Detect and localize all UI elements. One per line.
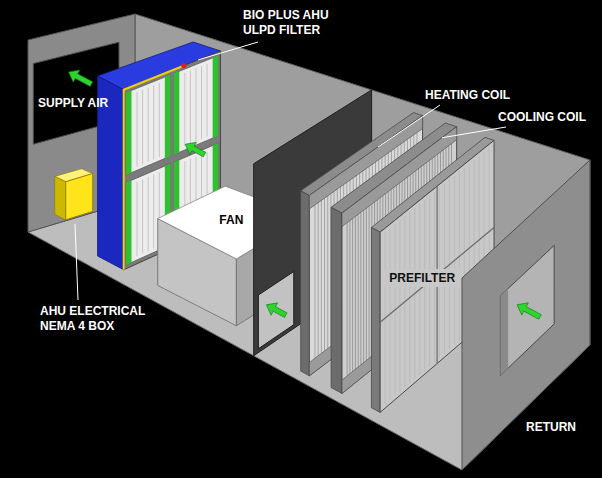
prefilter-side — [371, 227, 380, 412]
cooling-coil-fin — [366, 208, 367, 360]
filter-pleat — [195, 68, 196, 141]
prefilter-label-box: PREFILTER — [384, 269, 460, 287]
node-text: PREFILTER — [389, 271, 455, 285]
cooling-coil-fin — [347, 223, 348, 376]
heating-coil-fin — [324, 198, 325, 351]
heating-coil-side — [301, 191, 310, 376]
filter-pleat — [153, 85, 154, 159]
filter-pleat — [153, 175, 154, 249]
filter-pleat — [159, 83, 160, 157]
filter-pleat — [190, 71, 191, 144]
cooling-coil-fin — [352, 219, 353, 372]
filter-pleat — [148, 88, 149, 162]
filter-cell-frame — [174, 71, 180, 154]
leader-line — [198, 42, 258, 60]
heating-coil-fin — [321, 200, 322, 353]
partition-opening — [258, 272, 293, 349]
return-opening — [500, 245, 554, 375]
filter-pleat — [142, 179, 143, 253]
cooling-coil-side — [331, 207, 342, 393]
heating-coil-fin — [318, 203, 319, 356]
filter-pleat — [184, 73, 185, 146]
filter-pleat — [137, 92, 138, 166]
coil-label: HEATING COIL — [425, 88, 510, 103]
filter-cell-frame — [165, 75, 171, 159]
filter-pleat — [137, 182, 138, 256]
heating-coil-fin — [314, 205, 315, 358]
filter-pleat — [201, 66, 202, 139]
filter-label: BIO PLUS AHU ULPD FILTER — [243, 8, 355, 38]
filter-cell — [126, 75, 170, 175]
filter-pleat — [142, 90, 143, 164]
leader-line — [378, 105, 440, 147]
airflow-arrow — [69, 70, 93, 86]
filter-pleat — [148, 177, 149, 251]
fan-label-box: FAN — [214, 211, 248, 229]
cooling-coil-fin — [360, 212, 361, 365]
cooling-coil-fin — [355, 216, 356, 369]
airflow-arrow — [185, 142, 206, 157]
cooling-coil-fin — [363, 210, 364, 362]
cooling-coil-fin — [358, 214, 359, 367]
cooling-coil-fin — [349, 221, 350, 374]
node-text: FAN — [219, 213, 243, 227]
nema-box-side — [55, 176, 66, 219]
cooling-coil-fin — [369, 206, 370, 358]
filter-pleat — [207, 64, 208, 137]
leader-line — [75, 224, 78, 300]
coil-label: COOLING COIL — [498, 110, 586, 125]
return-end-wall — [462, 160, 590, 470]
heating-coil-fin — [327, 196, 328, 349]
electrical-box-label: AHU ELECTRICAL NEMA 4 BOX — [40, 304, 154, 334]
return-opening-reveal — [500, 289, 508, 376]
airflow-label: RETURN — [526, 420, 576, 435]
nema-box — [66, 174, 93, 220]
filter-cell-frame — [126, 180, 132, 265]
airflow-arrow — [517, 303, 541, 319]
airflow-label: SUPPLY AIR — [38, 96, 108, 111]
airflow-arrow — [266, 303, 287, 318]
filter-indicator — [181, 63, 186, 68]
leader-line — [442, 127, 506, 138]
filter-cell — [174, 56, 218, 155]
filter-cell-frame — [126, 90, 132, 175]
filter-cell-frame — [213, 56, 219, 138]
